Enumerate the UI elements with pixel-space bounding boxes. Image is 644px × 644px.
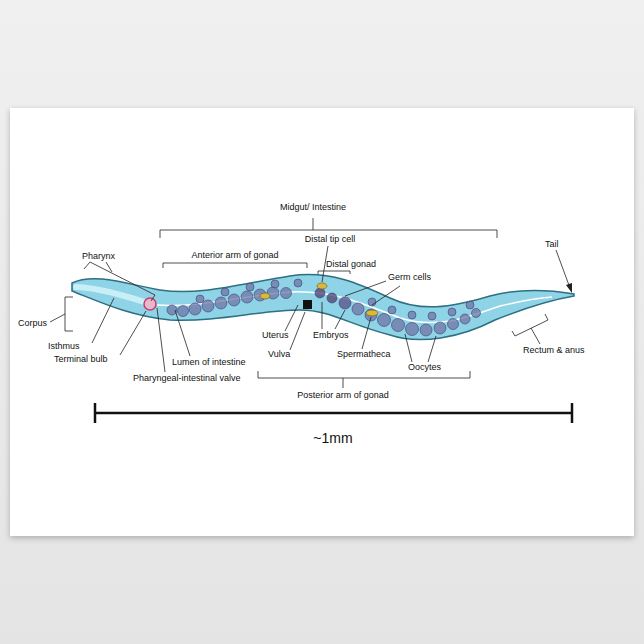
worm-body [72, 275, 574, 340]
part-label: Oocytes [408, 362, 441, 373]
spermatheca [366, 310, 378, 316]
part-label: Lumen of intestine [172, 357, 246, 368]
part-label: Anterior arm of gonad [191, 250, 278, 261]
part-label: Distal gonad [326, 259, 376, 270]
distal-tip-cell [317, 283, 327, 289]
intestine-lumen [157, 292, 552, 323]
part-label: Posterior arm of gonad [297, 390, 389, 401]
gonad-cells [167, 279, 481, 336]
part-label: Pharyngeal-intestinal valve [133, 373, 241, 384]
part-label: Tail [545, 239, 559, 250]
scale-bar [95, 403, 572, 423]
part-label: Germ cells [388, 272, 431, 283]
part-label: Corpus [18, 318, 47, 329]
part-label: Distal tip cell [305, 234, 356, 245]
part-label: Midgut/ Intestine [280, 202, 346, 213]
part-label: Pharynx [82, 251, 115, 262]
scale-label: ~1mm [313, 430, 352, 446]
arrow-head [566, 283, 572, 293]
part-label: Uterus [262, 330, 289, 341]
terminal-bulb [144, 298, 156, 310]
part-label: Isthmus [48, 341, 80, 352]
pharynx [76, 287, 148, 303]
spermatheca [260, 293, 270, 299]
part-label: Terminal bulb [54, 354, 108, 365]
part-label: Spermatheca [337, 349, 391, 360]
leader-lines [50, 218, 570, 388]
vulva [303, 300, 312, 309]
part-label: Rectum & anus [523, 345, 585, 356]
part-label: Vulva [268, 349, 290, 360]
part-label: Embryos [313, 330, 349, 341]
